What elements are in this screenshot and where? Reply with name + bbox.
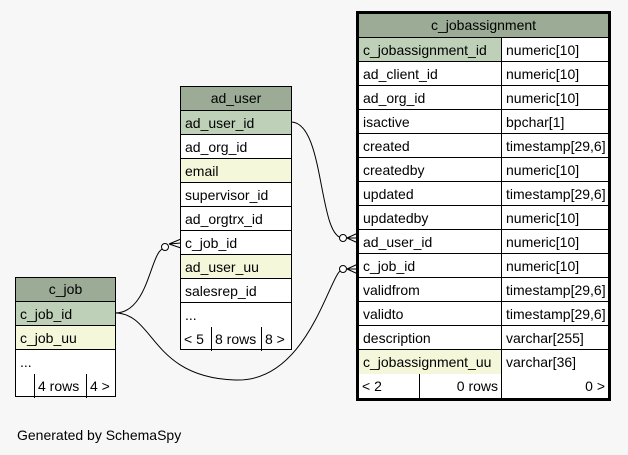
column-name[interactable]: c_job_id — [363, 257, 416, 274]
table-row: c_job_id — [181, 231, 291, 255]
table-row: isactive bpchar[1] — [359, 110, 608, 134]
column-type: bpchar[1] — [501, 110, 608, 133]
column-type: numeric[10] — [501, 206, 608, 229]
table-row: createdby numeric[10] — [359, 158, 608, 182]
column-type: timestamp[29,6] — [501, 302, 608, 325]
children-count[interactable]: 4 > — [86, 374, 115, 398]
row-count: 8 rows — [211, 327, 261, 351]
children-count[interactable]: 0 > — [501, 374, 608, 398]
column-type: numeric[10] — [501, 158, 608, 181]
column-name[interactable]: isactive — [363, 113, 410, 130]
column-type: numeric[10] — [501, 62, 608, 85]
table-row: updated timestamp[29,6] — [359, 182, 608, 206]
table-row: supervisor_id — [181, 183, 291, 207]
column-name[interactable]: email — [181, 159, 291, 182]
edge-c-jobassignment-to-c-job — [114, 268, 344, 381]
column-name[interactable]: updated — [363, 185, 414, 202]
table-row: ... — [16, 350, 115, 374]
column-name[interactable]: ad_user_id — [181, 111, 291, 134]
column-type: numeric[10] — [501, 38, 608, 61]
table-row: c_job_uu — [16, 326, 115, 350]
column-name[interactable]: c_jobassignment_id — [359, 38, 501, 61]
table-footer: < 5 8 rows 8 > — [181, 327, 291, 351]
table-row: salesrep_id — [181, 279, 291, 303]
parents-count[interactable] — [16, 374, 34, 398]
column-name[interactable]: ... — [20, 354, 32, 370]
column-name[interactable]: ad_user_id — [363, 233, 433, 250]
edge-c-jobassignment-to-ad-user — [290, 121, 344, 239]
column-name[interactable]: ad_org_id — [185, 138, 248, 155]
table-row: validto timestamp[29,6] — [359, 302, 608, 326]
column-name[interactable]: ad_orgtrx_id — [185, 210, 263, 227]
column-name[interactable]: validto — [363, 305, 404, 322]
column-name[interactable]: createdby — [363, 161, 425, 178]
column-type: timestamp[29,6] — [501, 134, 608, 157]
table-row: ad_user_id — [181, 111, 291, 135]
column-name[interactable]: ad_org_id — [363, 89, 426, 106]
children-count[interactable]: 8 > — [261, 327, 291, 351]
column-name[interactable]: ad_client_id — [363, 65, 438, 82]
table-row: ad_client_id numeric[10] — [359, 62, 608, 86]
column-type: numeric[10] — [501, 254, 608, 277]
table-header: c_job — [16, 278, 115, 302]
generated-by-caption: Generated by SchemaSpy — [17, 427, 182, 443]
table-header: c_jobassignment — [359, 14, 608, 38]
column-name[interactable]: c_job_id — [185, 234, 238, 251]
table-row: ad_org_id numeric[10] — [359, 86, 608, 110]
column-name[interactable]: c_job_uu — [16, 326, 115, 349]
table-header: ad_user — [181, 87, 291, 111]
column-type: timestamp[29,6] — [501, 278, 608, 301]
crowfoot-icon — [168, 238, 182, 249]
edge-end-circle — [161, 243, 169, 251]
edge-end-circle — [339, 234, 347, 242]
column-name[interactable]: c_jobassignment_uu — [359, 350, 501, 374]
row-count: 0 rows — [419, 374, 501, 398]
column-name[interactable]: supervisor_id — [185, 186, 269, 203]
table-row: created timestamp[29,6] — [359, 134, 608, 158]
table-row: description varchar[255] — [359, 326, 608, 350]
table-row: ad_user_uu — [181, 255, 291, 279]
column-name[interactable]: updatedby — [363, 209, 429, 226]
parents-count[interactable]: < 5 — [184, 331, 204, 347]
column-name[interactable]: ad_user_uu — [181, 255, 291, 278]
table-row: ad_user_id numeric[10] — [359, 230, 608, 254]
table-row: ad_org_id — [181, 135, 291, 159]
parents-count[interactable]: < 2 — [362, 378, 382, 394]
table-footer: 4 rows 4 > — [16, 374, 115, 398]
table-row: email — [181, 159, 291, 183]
edge-ad-user-to-c-job — [114, 247, 166, 314]
column-name[interactable]: c_job_id — [16, 302, 115, 325]
edge-end-circle — [339, 265, 347, 273]
column-type: varchar[255] — [501, 326, 608, 349]
table-row: validfrom timestamp[29,6] — [359, 278, 608, 302]
column-name[interactable]: salesrep_id — [185, 282, 257, 299]
table-footer: < 2 0 rows 0 > — [359, 374, 608, 398]
table-row: c_job_id numeric[10] — [359, 254, 608, 278]
column-type: numeric[10] — [501, 230, 608, 253]
row-count: 4 rows — [34, 374, 86, 398]
column-type: varchar[36] — [501, 350, 608, 374]
column-name[interactable]: ... — [185, 307, 197, 323]
table-row: c_job_id — [16, 302, 115, 326]
column-type: numeric[10] — [501, 86, 608, 109]
table-row: updatedby numeric[10] — [359, 206, 608, 230]
table-row: ... — [181, 303, 291, 327]
column-name[interactable]: description — [363, 329, 431, 346]
column-type: timestamp[29,6] — [501, 182, 608, 205]
column-name[interactable]: validfrom — [363, 281, 420, 298]
column-name[interactable]: created — [363, 137, 410, 154]
table-row: ad_orgtrx_id — [181, 207, 291, 231]
